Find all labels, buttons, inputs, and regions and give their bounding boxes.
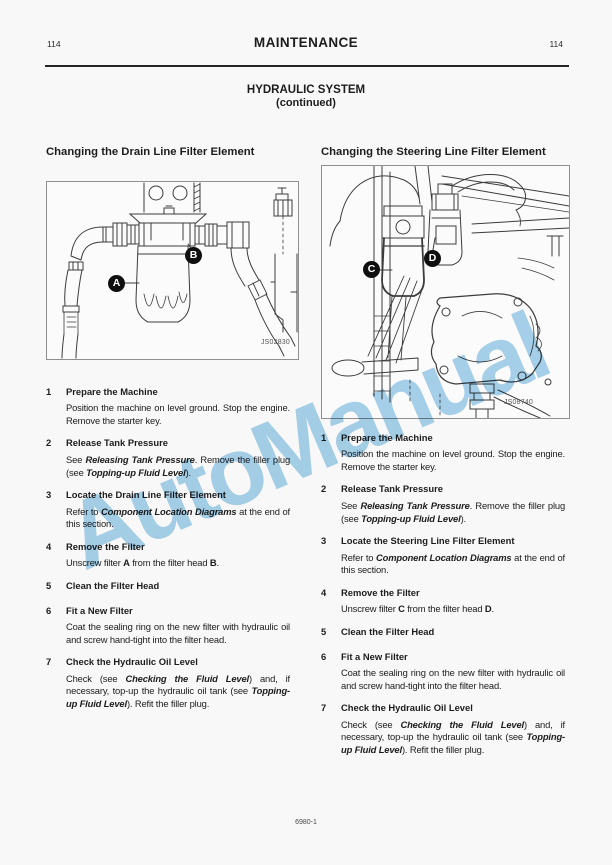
step-title: Release Tank Pressure bbox=[341, 483, 443, 495]
step-title: Locate the Drain Line Filter Element bbox=[66, 489, 226, 501]
step-number: 3 bbox=[321, 535, 327, 547]
label-badge-c: C bbox=[363, 260, 380, 278]
step-paragraph: Refer to Component Location Diagrams at … bbox=[341, 551, 565, 576]
step-paragraph: Coat the sealing ring on the new filter … bbox=[341, 666, 565, 691]
step-title: Clean the Filter Head bbox=[66, 580, 160, 592]
step: 5 Clean the Filter Head bbox=[321, 626, 565, 642]
step-paragraph: Unscrew filter A from the filter head B. bbox=[66, 557, 219, 569]
step-number: 5 bbox=[46, 580, 52, 592]
drain-filter-column: Changing the Drain Line Filter Element bbox=[46, 146, 305, 721]
step-number: 7 bbox=[321, 702, 327, 714]
steering-filter-figure: C D JS08740 bbox=[321, 164, 570, 419]
step-title: Remove the Filter bbox=[341, 587, 420, 599]
step-paragraph: Unscrew filter C from the filter head D. bbox=[341, 603, 494, 615]
drain-filter-figure: A B JS02830 bbox=[46, 180, 299, 360]
step-number: 1 bbox=[321, 431, 327, 443]
step-paragraph: Check (see Checking the Fluid Level) and… bbox=[66, 672, 291, 710]
step-number: 6 bbox=[46, 604, 52, 616]
label-badge-a: A bbox=[108, 274, 125, 292]
page-header-title: MAINTENANCE bbox=[253, 35, 359, 50]
step-number: 4 bbox=[46, 541, 52, 553]
step-title: Fit a New Filter bbox=[341, 650, 408, 662]
steering-filter-column: Changing the Steering Line Filter Elemen… bbox=[321, 146, 570, 767]
figure-code-drain: JS02830 bbox=[260, 338, 290, 346]
step-title: Prepare the Machine bbox=[66, 385, 158, 397]
step-paragraph: Position the machine on level ground. St… bbox=[341, 447, 565, 472]
step-paragraph: Check (see Checking the Fluid Level) and… bbox=[341, 718, 566, 756]
drain-filter-diagram-art bbox=[61, 182, 298, 359]
section-subtitle: (continued) bbox=[276, 97, 336, 109]
step-title: Check the Hydraulic Oil Level bbox=[66, 656, 198, 668]
step-paragraph: See Releasing Tank Pressure. Remove the … bbox=[66, 453, 291, 478]
step-paragraph: Position the machine on level ground. St… bbox=[66, 401, 290, 426]
step-number: 7 bbox=[46, 656, 52, 668]
step-title: Check the Hydraulic Oil Level bbox=[341, 702, 473, 714]
drain-filter-heading: Changing the Drain Line Filter Element bbox=[46, 146, 255, 158]
step: 3 Locate the Steering Line Filter Element… bbox=[321, 535, 565, 579]
step-paragraph: Refer to Component Location Diagrams at … bbox=[66, 505, 290, 530]
label-badge-d: D bbox=[424, 249, 441, 267]
step-title: Locate the Steering Line Filter Element bbox=[341, 535, 515, 547]
step-number: 1 bbox=[46, 385, 52, 397]
step-number: 4 bbox=[321, 587, 327, 599]
steering-filter-heading: Changing the Steering Line Filter Elemen… bbox=[321, 146, 546, 158]
footer-code: 6980-1 bbox=[295, 819, 317, 826]
figure-code-steering: JS08740 bbox=[503, 398, 533, 406]
step-number: 2 bbox=[46, 437, 52, 449]
step: 5 Clean the Filter Head bbox=[46, 580, 290, 596]
label-badge-b: B bbox=[185, 246, 202, 264]
step-number: 2 bbox=[321, 483, 327, 495]
step-title: Clean the Filter Head bbox=[341, 626, 435, 638]
page-number-left: 114 bbox=[47, 39, 61, 49]
step-title: Release Tank Pressure bbox=[66, 437, 168, 449]
step-paragraph: Coat the sealing ring on the new filter … bbox=[66, 620, 290, 645]
page-number-right: 114 bbox=[549, 39, 563, 49]
step-number: 3 bbox=[46, 489, 52, 501]
step-number: 5 bbox=[321, 626, 327, 638]
step-paragraph: See Releasing Tank Pressure. Remove the … bbox=[341, 499, 566, 524]
step-number: 6 bbox=[321, 650, 327, 662]
header-rule bbox=[45, 65, 569, 67]
section-title: HYDRAULIC SYSTEM bbox=[246, 84, 366, 96]
step-title: Remove the Filter bbox=[66, 541, 145, 553]
step-title: Prepare the Machine bbox=[341, 431, 433, 443]
step-title: Fit a New Filter bbox=[66, 604, 133, 616]
steering-filter-diagram-art bbox=[329, 165, 569, 418]
